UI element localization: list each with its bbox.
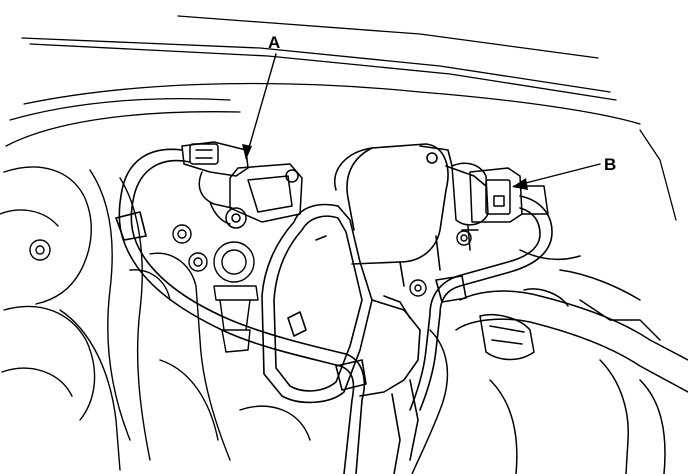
right-hose [409, 195, 553, 411]
callout-leaders [245, 53, 601, 187]
sensor-b [451, 162, 549, 251]
callout-label-a: A [268, 33, 281, 52]
air-duct [411, 249, 688, 474]
bracket-shield [261, 203, 421, 474]
arrowheads [242, 144, 528, 190]
hood-outline [5, 15, 677, 221]
intake-manifold-left [0, 166, 311, 471]
bolts [172, 224, 472, 353]
vacuum-hose [115, 148, 367, 474]
throttle-body [333, 143, 487, 287]
callout-label-b: B [604, 155, 617, 174]
sensor-a [181, 141, 303, 229]
